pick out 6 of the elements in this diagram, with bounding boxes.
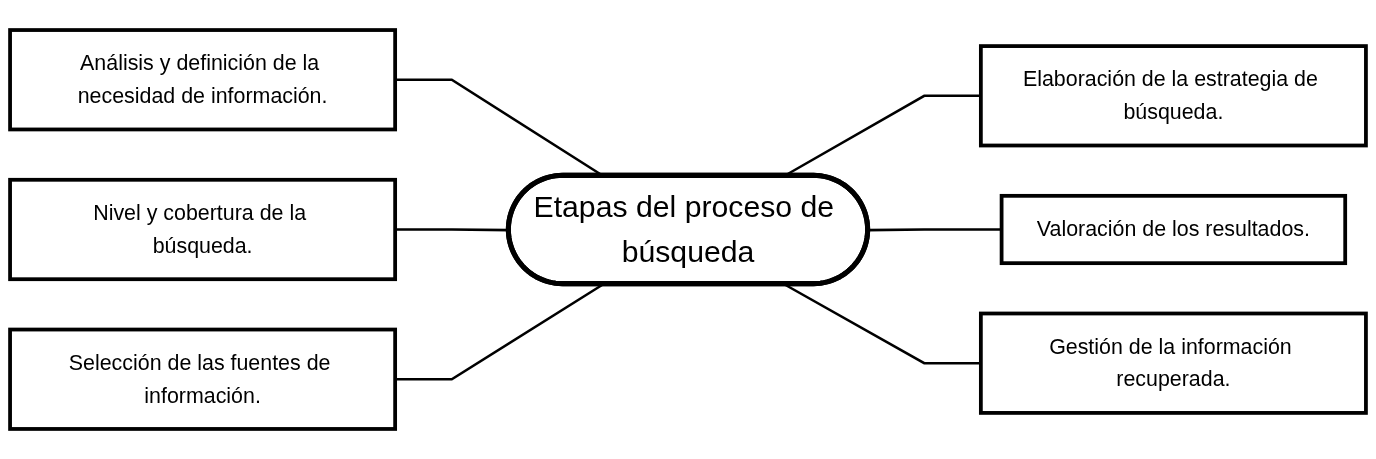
node-box: Valoración de los resultados. [999, 193, 1348, 266]
node-box: Selección de las fuentes de información. [8, 327, 398, 431]
node-box: Nivel y cobertura de la búsqueda. [8, 177, 398, 282]
node-box: Análisis y definición de la necesidad de información. [8, 28, 398, 132]
node-box: Gestión de la información recuperada. [978, 311, 1368, 415]
node-box: Elaboración de la estrategia de búsqueda. [978, 44, 1368, 148]
